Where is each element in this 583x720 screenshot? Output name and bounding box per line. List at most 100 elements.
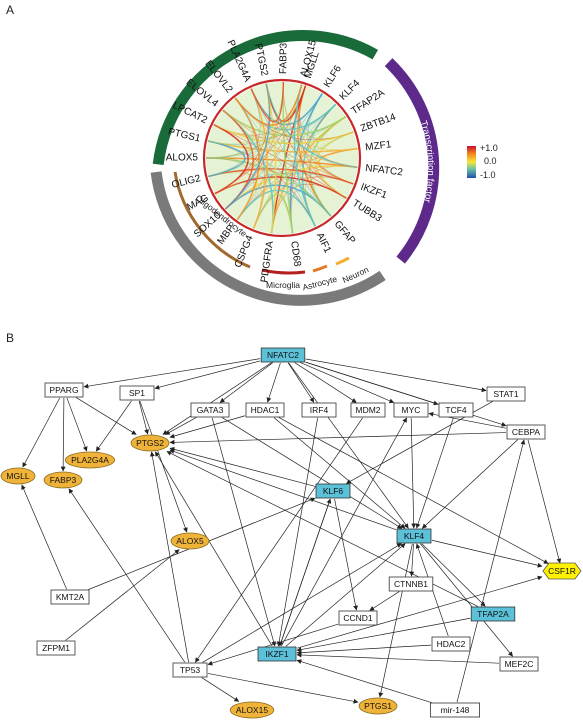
node-shape [338,610,378,626]
node-klf4[interactable]: KLF4 [396,528,432,544]
node-label: PPARG [49,385,78,395]
node-kmt2a[interactable]: KMT2A [50,589,90,605]
node-ptgs2[interactable]: PTGS2 [130,434,170,452]
edge-sp1-to-alox5 [139,400,188,533]
edge-mef2c-to-ikzf1 [296,652,500,664]
node-zfpm1[interactable]: ZFPM1 [36,640,76,656]
node-label: PTGS1 [364,701,392,711]
node-fabp3[interactable]: FABP3 [43,471,83,489]
node-shape [172,662,208,678]
node-shape [65,451,116,469]
color-scale-bar [467,146,476,178]
node-shape [257,646,297,662]
node-shape [119,385,155,401]
node-csf1r[interactable]: CSF1R [542,562,582,580]
node-shape [245,402,285,418]
node-label: NFATC2 [267,350,299,360]
node-label: KLF6 [323,486,344,496]
node-shape [190,402,230,418]
circos-chord [250,81,285,123]
scale-min-label: -1.0 [480,170,496,180]
node-shape [36,640,76,656]
node-nfatc2[interactable]: NFATC2 [260,347,306,363]
node-label: MDM2 [355,405,380,415]
node-hdac1[interactable]: HDAC1 [245,402,285,418]
edge-tfap2a-to-ikzf1 [296,617,471,652]
node-ccnd1[interactable]: CCND1 [338,610,378,626]
edge-kmt2a-to-mgll [21,484,67,590]
circos-gene-klf4: KLF4 [338,78,363,103]
edge-irf4-to-ikzf1 [276,417,318,647]
node-cebpa[interactable]: CEBPA [506,424,546,440]
node-label: GATA3 [197,405,224,415]
node-alox5[interactable]: ALOX5 [170,532,210,550]
node-klf6[interactable]: KLF6 [315,483,351,499]
circos-chord [291,148,358,234]
circos-gene-ptgs1: PTGS1 [167,127,202,145]
circos-chords [205,81,358,234]
node-mdm2[interactable]: MDM2 [350,402,386,418]
edge-nfatc2-to-sp1 [154,360,261,390]
edge-gata3-to-ptgs2 [164,417,197,435]
edge-pparg-to-pla2g4a [66,397,88,452]
circos-gene-klf6: KLF6 [322,63,344,89]
edge-nfatc2-to-mdm2 [294,362,357,403]
node-gata3[interactable]: GATA3 [190,402,230,418]
node-myc[interactable]: MYC [393,402,429,418]
circos-gene-cd68: CD68 [288,240,303,267]
circos-ring [202,78,362,238]
circos-gene-gfap: GFAP [332,219,358,247]
node-shape [260,347,306,363]
edge-tp53-to-ptgs1 [207,673,359,704]
edge-ctnnb1-to-ccnd1 [369,591,400,611]
edge-ikzf1-to-ptgs2 [155,451,273,647]
edge-zfpm1-to-alox5 [65,549,180,641]
node-ikzf1[interactable]: IKZF1 [257,646,297,662]
circos-chord [213,124,347,199]
circos-gene-aif1: AIF1 [314,231,333,255]
node-pparg[interactable]: PPARG [44,382,84,398]
node-tcf4[interactable]: TCF4 [438,402,474,418]
node-shape [130,434,170,452]
edge-nfatc2-to-ptgs2 [162,362,272,435]
edge-cebpa-to-csf1r [527,439,562,564]
edge-tp53-to-alox15 [201,677,240,702]
node-sp1[interactable]: SP1 [119,385,155,401]
node-label: STAT1 [493,389,518,399]
node-hdac2[interactable]: HDAC2 [431,636,471,652]
node-mef2c[interactable]: MEF2C [499,656,539,672]
circos-gene-ikzf1: IKZF1 [359,182,389,202]
node-label: TCF4 [445,405,467,415]
circos-chord [283,82,354,185]
node-alox15[interactable]: ALOX15 [229,701,275,719]
node-label: TP53 [180,665,201,675]
edge-myc-to-klf4 [410,417,417,529]
panel-b-label: B [6,331,14,345]
edge-hdac1-to-klf4 [273,417,406,529]
node-tp53[interactable]: TP53 [172,662,208,678]
panel-a-label: A [6,3,14,17]
cell-band [150,171,386,306]
node-shape [393,402,429,418]
node-shape [431,636,471,652]
node-label: KMT2A [56,592,85,602]
node-pla2g4a[interactable]: PLA2G4A [65,451,116,469]
node-stat1[interactable]: STAT1 [486,386,526,402]
edge-nfatc2-to-hdac1 [266,362,281,403]
edge-klf4-to-ctnnb1 [409,543,415,577]
edge-mir-148-to-cebpa [456,439,526,703]
node-ctnnb1[interactable]: CTNNB1 [388,576,434,592]
edge-tp53-to-fabp3 [68,488,186,663]
node-shape [170,532,210,550]
node-mgll[interactable]: MGLL [0,467,36,485]
edge-hdac1-to-csf1r [278,417,549,564]
node-shape [429,702,480,718]
node-tfap2a[interactable]: TFAP2A [470,606,516,622]
node-irf4[interactable]: IRF4 [301,402,337,418]
circos-chord [282,81,294,234]
edge-pparg-to-mgll [22,397,61,468]
edge-cebpa-to-klf4 [421,439,518,529]
node-mir-148[interactable]: mir-148 [429,702,480,718]
node-ptgs1[interactable]: PTGS1 [358,697,398,715]
edge-pparg-to-ptgs2 [76,397,137,435]
